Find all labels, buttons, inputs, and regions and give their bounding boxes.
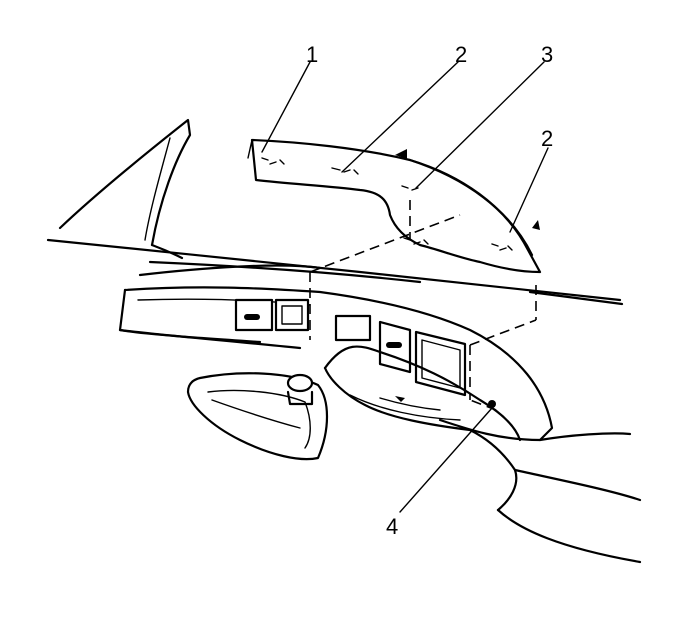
callout-3: 3 <box>541 42 553 67</box>
a-pillar-trim <box>58 118 192 260</box>
callout-labels: 1 2 3 2 4 <box>306 42 553 539</box>
callout-1: 1 <box>306 42 318 67</box>
center-opening <box>334 314 372 342</box>
instrument-panel-pad <box>46 238 624 306</box>
steering-wheel-hub <box>186 372 328 461</box>
lower-dash <box>323 345 642 564</box>
dash-body <box>118 286 554 442</box>
callout-2-right: 2 <box>541 126 553 151</box>
upper-trim-panel <box>247 138 542 274</box>
callout-4: 4 <box>386 514 398 539</box>
explode-guide-lines <box>309 200 537 411</box>
leader-lines <box>261 61 549 513</box>
callout-2-upper: 2 <box>455 42 467 67</box>
